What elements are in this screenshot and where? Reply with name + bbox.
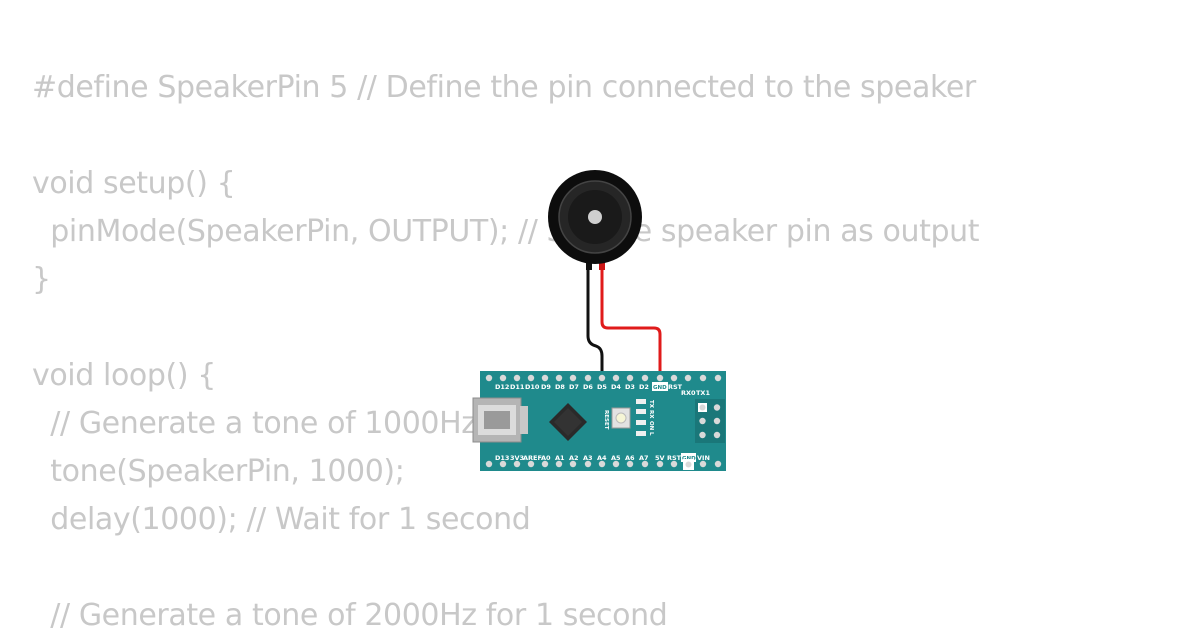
icsp-header <box>695 399 725 443</box>
bottom-pin-header <box>485 460 722 468</box>
led-label-l: L <box>648 432 654 436</box>
code-line: #define SpeakerPin 5 // Define the pin c… <box>32 70 976 105</box>
status-leds <box>636 399 646 436</box>
pin-label-d8: D8 <box>555 383 565 391</box>
pin-label-a1: A1 <box>555 454 565 462</box>
code-line: delay(1000); // Wait for 1 second <box>32 502 531 537</box>
usb-connector <box>472 397 528 443</box>
code-line: void loop() { <box>32 358 216 393</box>
arduino-nano[interactable]: D12 D11 D10 D9 D8 D7 D6 D5 D4 D3 D2 GND … <box>472 371 726 471</box>
led-label-on: ON <box>648 421 654 431</box>
code-line: tone(SpeakerPin, 1000); <box>32 454 405 489</box>
pin-label-d9: D9 <box>541 383 551 391</box>
pin-label-d3: D3 <box>625 383 635 391</box>
pin-label-a4: A4 <box>597 454 607 462</box>
pin-label-a6: A6 <box>625 454 635 462</box>
gnd-pin[interactable] <box>685 461 692 468</box>
gnd-label-bg <box>652 382 668 391</box>
pin-label-a0: A0 <box>541 454 551 462</box>
reset-label: RESET <box>603 410 609 430</box>
tx-led <box>636 399 646 404</box>
code-line: // Generate a tone of 2000Hz for 1 secon… <box>32 598 668 633</box>
pin-label-5v: 5V <box>655 454 665 462</box>
pin-label-tx1: TX1 <box>696 389 710 397</box>
pin-label-d6: D6 <box>583 383 593 391</box>
pin-label-a3: A3 <box>583 454 593 462</box>
black-wire[interactable] <box>586 260 604 380</box>
pin-label-d2: D2 <box>639 383 649 391</box>
pin-label-a7: A7 <box>639 454 649 462</box>
pin-label-aref: AREF <box>523 454 542 462</box>
reset-button[interactable] <box>611 407 631 429</box>
pin-label-rx0: RX0 <box>681 389 696 397</box>
microcontroller-chip <box>549 403 587 441</box>
pin-label-d4: D4 <box>611 383 621 391</box>
pin-label-d11: D11 <box>510 383 525 391</box>
pin-label-gnd: GND <box>653 385 667 391</box>
pin-label-d7: D7 <box>569 383 579 391</box>
buzzer-hole <box>588 210 602 224</box>
pin-label-d10: D10 <box>525 383 540 391</box>
pin-label-a2: A2 <box>569 454 579 462</box>
pin-label-rst: RST <box>668 383 683 391</box>
pin-label-d5: D5 <box>597 383 607 391</box>
code-line: void setup() { <box>32 166 236 201</box>
pin-label-vin: VIN <box>697 454 710 462</box>
led-label-rx: RX <box>648 410 654 419</box>
red-wire[interactable] <box>600 260 662 380</box>
pin-label-rst-bottom: RST <box>667 454 682 462</box>
pin-label-d13: D13 <box>495 454 509 462</box>
pin-label-d12: D12 <box>495 383 509 391</box>
pin-label-3v3: 3V3 <box>510 454 524 462</box>
gnd-bottom-label-bg <box>681 453 696 462</box>
wires <box>586 260 662 380</box>
rx-led <box>636 409 646 414</box>
l-led <box>636 431 646 436</box>
led-label-tx: TX <box>648 400 654 409</box>
piezo-buzzer[interactable] <box>548 170 642 270</box>
on-led <box>636 420 646 425</box>
code-line: } <box>32 262 51 297</box>
pin-label-a5: A5 <box>611 454 621 462</box>
top-pin-header <box>485 374 722 382</box>
